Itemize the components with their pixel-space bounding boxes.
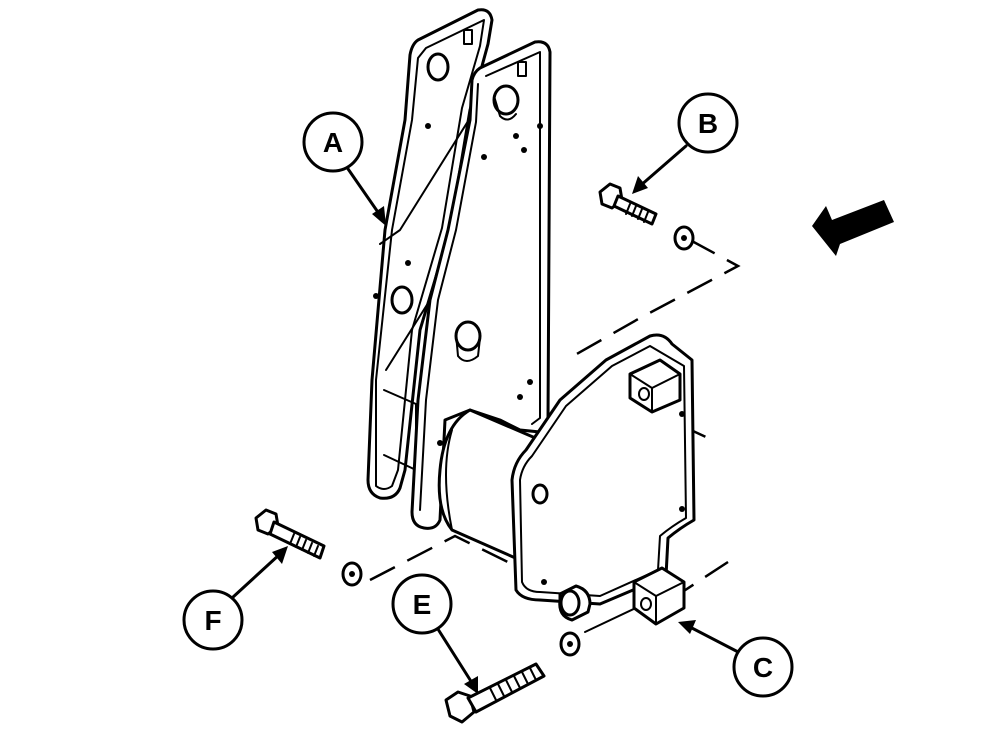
front-arm-plate bbox=[379, 40, 552, 530]
bolt-b bbox=[598, 182, 695, 251]
arrow-down-left-icon bbox=[812, 200, 894, 256]
callout-f-label: F bbox=[204, 605, 221, 636]
callout-f: F bbox=[182, 589, 244, 651]
callout-a: A bbox=[302, 111, 364, 173]
callout-leaders bbox=[230, 144, 744, 694]
callout-b-label: B bbox=[698, 108, 718, 139]
callout-c-label: C bbox=[753, 652, 773, 683]
lower-block bbox=[632, 566, 686, 626]
upper-block bbox=[628, 358, 682, 414]
callout-b: B bbox=[677, 92, 739, 154]
lower-bushing bbox=[558, 584, 592, 622]
callout-e-label: E bbox=[413, 589, 432, 620]
callout-e: E bbox=[391, 573, 453, 635]
callout-a-label: A bbox=[323, 127, 343, 158]
bolt-f bbox=[254, 508, 363, 587]
bolt-e bbox=[444, 631, 581, 724]
callout-c: C bbox=[732, 636, 794, 698]
